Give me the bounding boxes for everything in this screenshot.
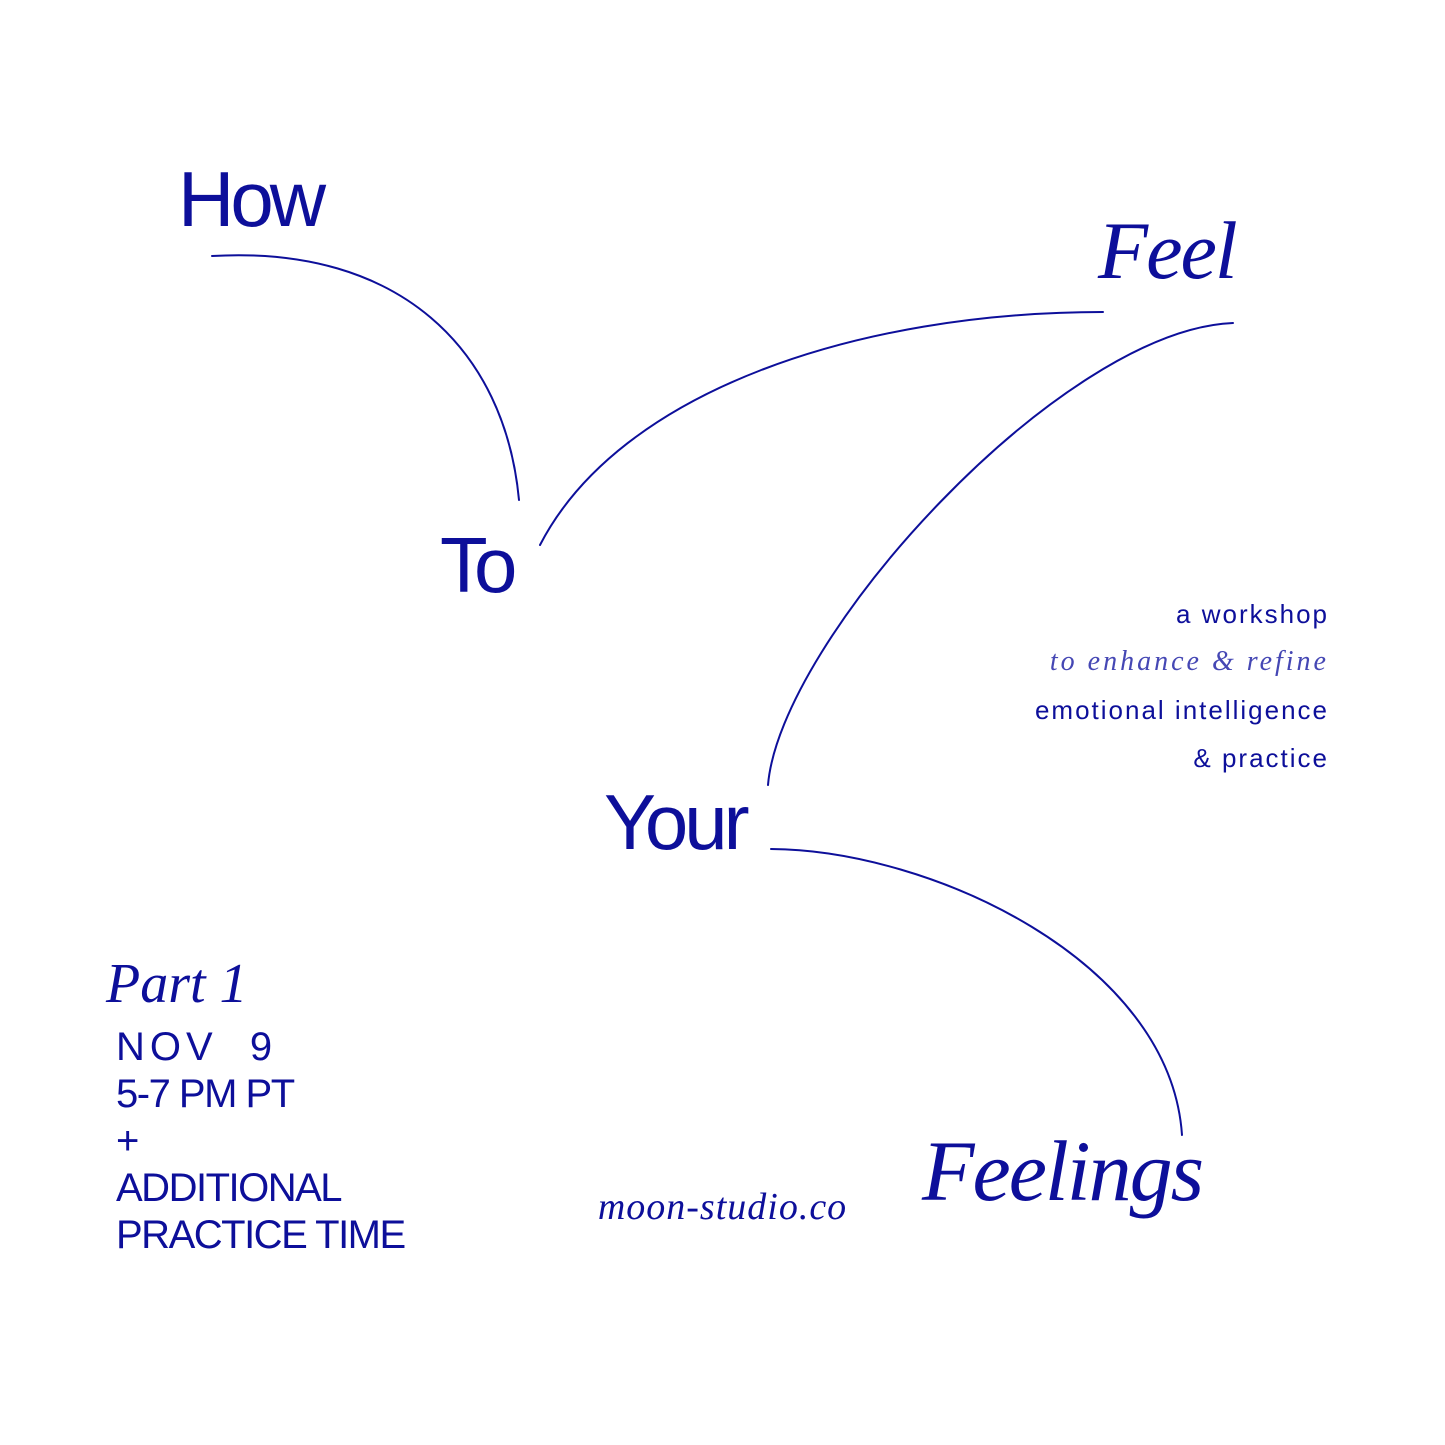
workshop-tagline: a workshop to enhance & refine emotional… — [1035, 590, 1329, 782]
tagline-line-4: & practice — [1193, 743, 1329, 773]
tagline-line-3: emotional intelligence — [1034, 695, 1329, 725]
tagline-line-1: a workshop — [1176, 599, 1329, 629]
event-details: NOV 9 5-7 PM PT + ADDITIONAL PRACTICE TI… — [116, 1024, 406, 1259]
curve-to-feel — [539, 311, 1104, 546]
title-word-your: Your — [604, 778, 750, 866]
curve-your-feelings — [770, 848, 1183, 1136]
tagline-line-2: to enhance & refine — [1049, 646, 1329, 677]
title-word-feel: Feel — [1098, 205, 1238, 296]
title-word-feelings: Feelings — [922, 1123, 1204, 1219]
event-time: 5-7 PM PT — [116, 1072, 295, 1116]
website-link[interactable]: moon-studio.co — [597, 1186, 848, 1228]
curve-feel-your — [767, 322, 1234, 786]
event-plus: + — [116, 1119, 139, 1163]
title-word-how: How — [178, 155, 326, 243]
curve-how-to — [211, 254, 520, 501]
event-extra-line-2: PRACTICE TIME — [116, 1213, 406, 1257]
part-label: Part 1 — [106, 953, 248, 1015]
event-extra-line-1: ADDITIONAL — [116, 1166, 343, 1210]
event-date: NOV 9 — [116, 1025, 278, 1069]
title-word-to: To — [440, 521, 517, 609]
